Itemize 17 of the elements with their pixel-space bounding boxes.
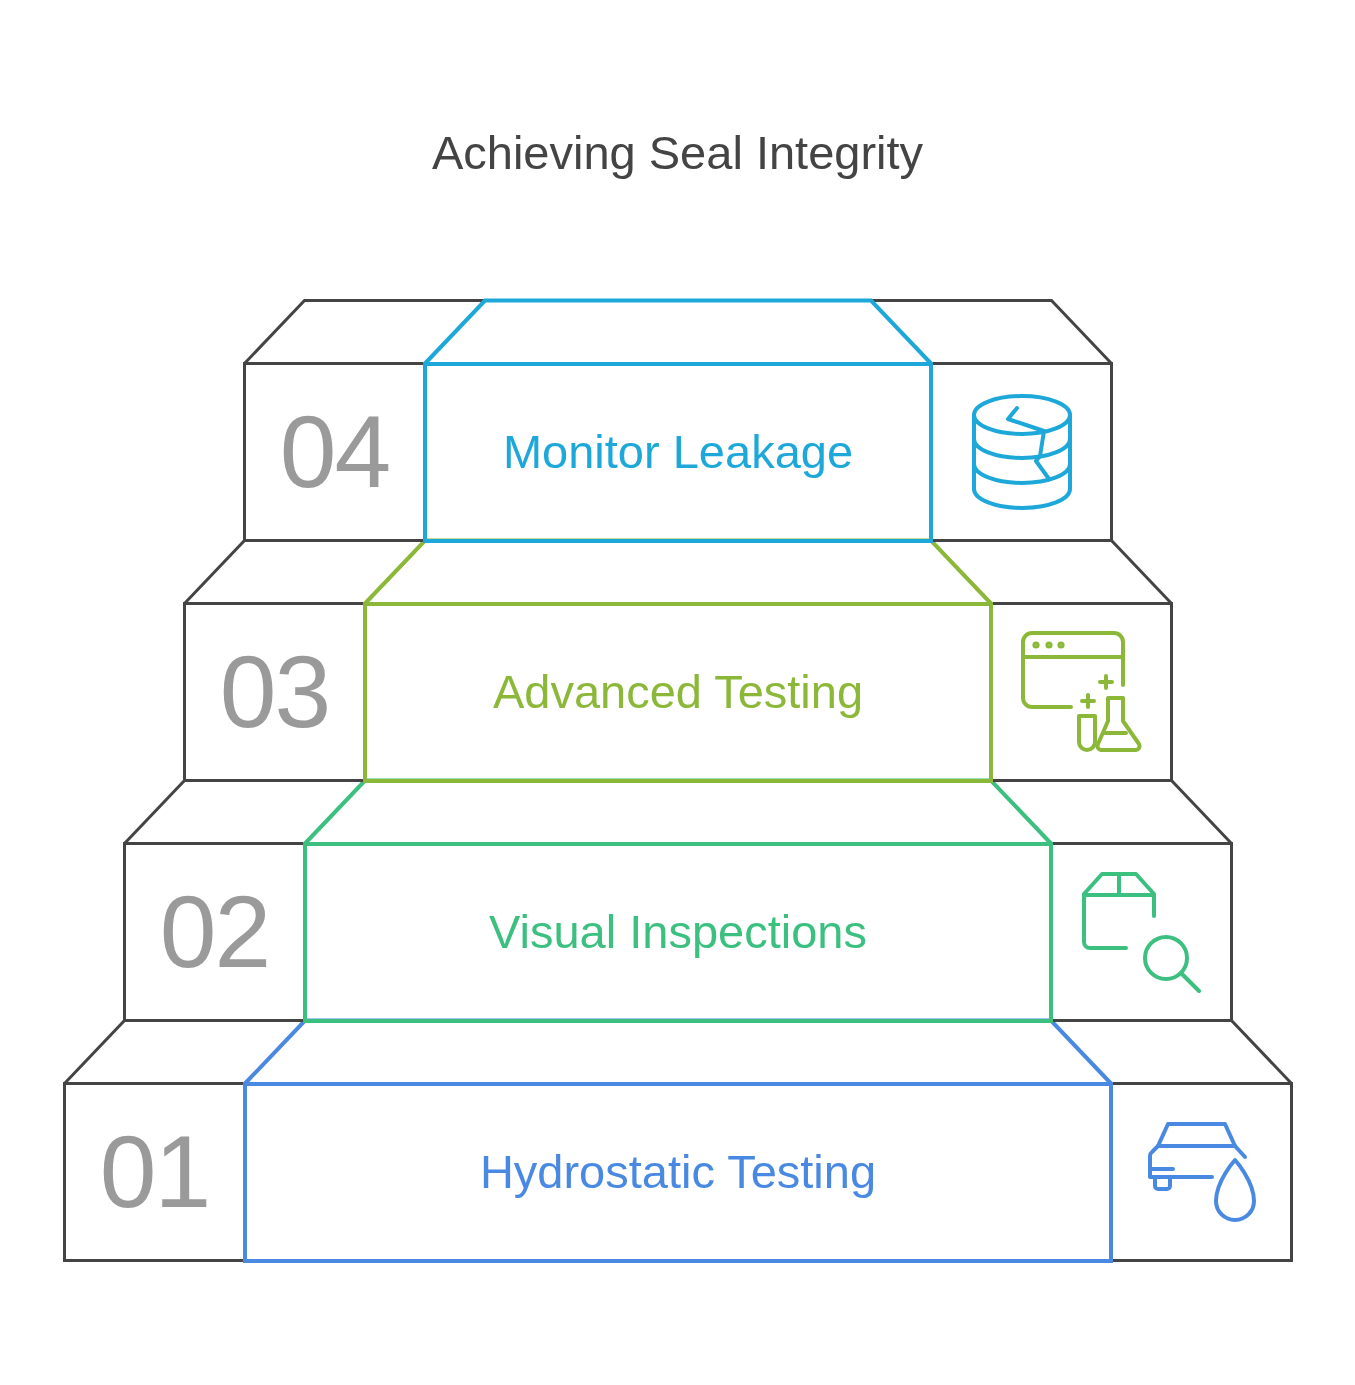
step-panel — [303, 841, 1053, 1023]
stair-step — [243, 362, 1113, 542]
stair-step — [123, 842, 1233, 1022]
step-number: 02 — [159, 881, 270, 983]
step-number: 03 — [219, 641, 330, 743]
step-panel — [363, 601, 993, 783]
step-title: Hydrostatic Testing — [479, 1144, 877, 1199]
step-title: Monitor Leakage — [502, 424, 854, 479]
step-number: 01 — [99, 1121, 210, 1223]
stair-step — [63, 1082, 1293, 1262]
step-panel — [243, 1081, 1113, 1263]
step-panel — [423, 361, 933, 543]
step-number: 04 — [279, 401, 390, 503]
step-title: Advanced Testing — [492, 664, 864, 719]
stair-step — [183, 602, 1173, 782]
step-title: Visual Inspections — [489, 904, 867, 959]
diagram-title: Achieving Seal Integrity — [431, 126, 924, 181]
